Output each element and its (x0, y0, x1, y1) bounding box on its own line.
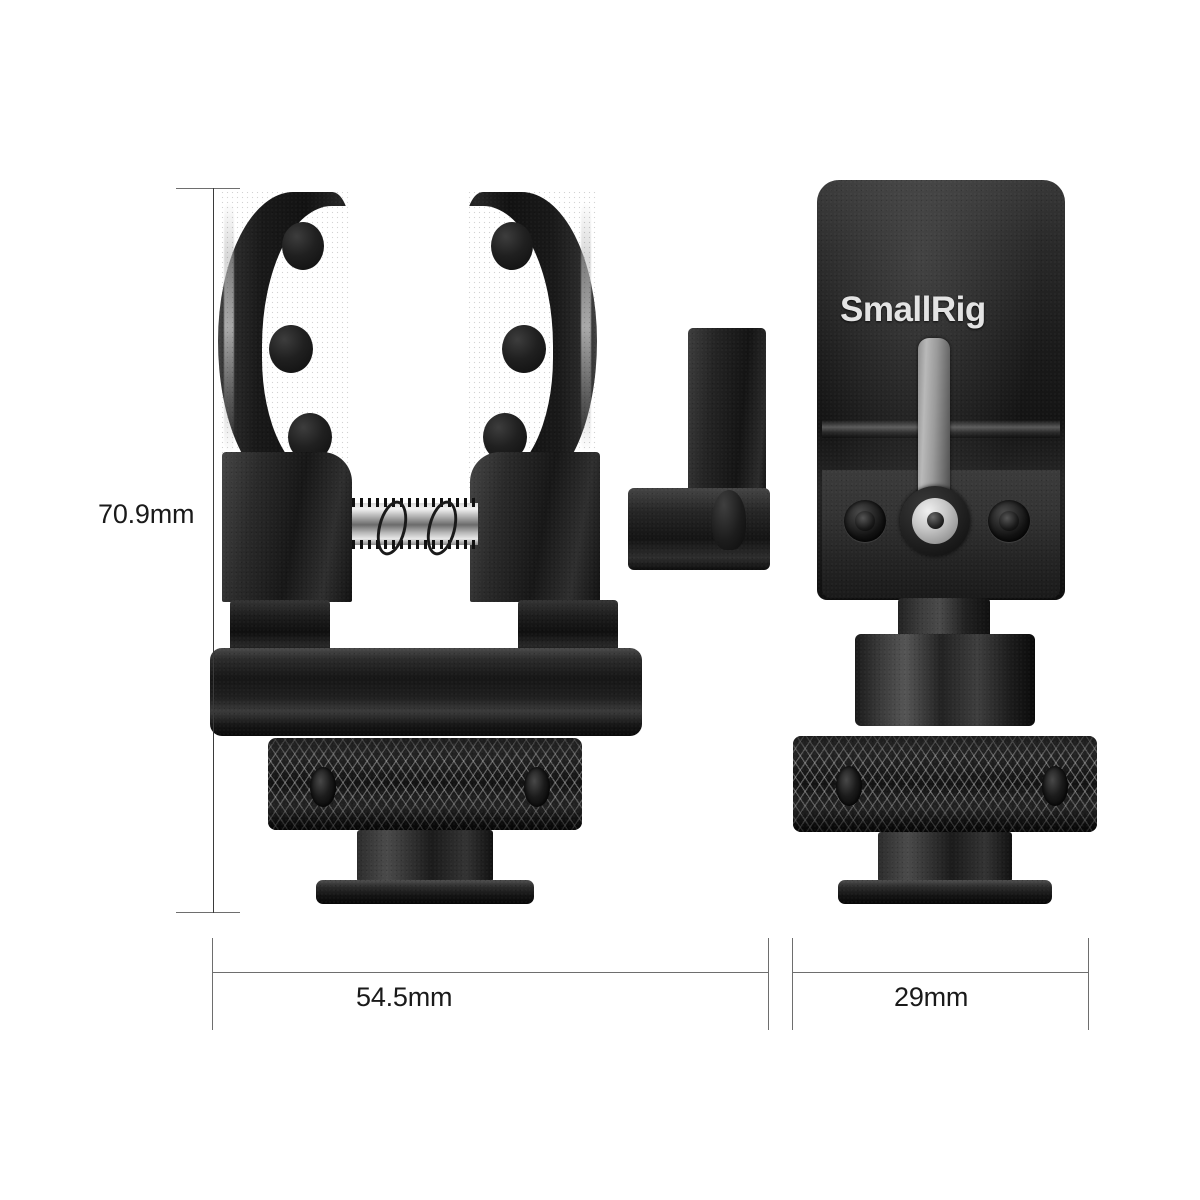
width-left-dimension-line (212, 972, 769, 973)
cold-shoe-foot (316, 880, 534, 904)
width-right-extension-start (792, 938, 793, 1030)
knob-hole-left (310, 767, 336, 807)
tension-spring (352, 503, 478, 545)
jaw-lobe-right-2 (502, 325, 546, 373)
height-extension-bottom (176, 912, 240, 913)
jaw-lobe-left-2 (269, 325, 313, 373)
height-dimension-line (213, 188, 214, 913)
bracket-arm-boss (712, 490, 746, 550)
base-post-right (518, 600, 618, 652)
jaw-stem-left (222, 452, 352, 602)
screw-hole-left (844, 500, 886, 542)
screw-hole-right (988, 500, 1030, 542)
jaw-lobe-right-1 (491, 222, 533, 270)
bracket-arm-horizontal (628, 488, 770, 570)
width-left-dimension-label: 54.5mm (356, 982, 453, 1012)
spring-teeth-bottom (352, 540, 478, 549)
height-dimension-label: 70.9mm (98, 499, 195, 529)
knob-hole-left-right-unit (836, 766, 862, 806)
width-right-extension-end (1088, 938, 1089, 1030)
jaw-edge-highlight-right (581, 202, 591, 452)
width-left-extension-end (768, 938, 769, 1030)
shoe-neck (357, 830, 493, 882)
knob-hole-right-right-unit (1042, 766, 1068, 806)
body-stub (898, 598, 990, 638)
jaw-edge-highlight-left (224, 202, 234, 452)
jaw-stem-right (470, 452, 600, 602)
left-product-view (0, 0, 770, 920)
width-right-dimension-label: 29mm (894, 982, 969, 1012)
spring-teeth-top (352, 498, 478, 507)
jaw-lobe-left-1 (282, 222, 324, 270)
shoe-neck-right (878, 832, 1012, 882)
cold-shoe-foot-right (838, 880, 1052, 904)
screw-hole-right-bore (998, 510, 1020, 532)
pivot-collar (855, 634, 1035, 726)
base-post-left (230, 600, 330, 652)
smallrig-logo: SmallRig (840, 290, 986, 329)
lever-pivot-dot (927, 512, 944, 529)
width-left-extension-start (212, 938, 213, 1030)
width-right-dimension-line (792, 972, 1089, 973)
screw-hole-left-bore (854, 510, 876, 532)
knob-hole-right (524, 767, 550, 807)
right-product-view: SmallRig (760, 0, 1200, 920)
height-extension-top (176, 188, 240, 189)
base-plate (210, 648, 642, 736)
